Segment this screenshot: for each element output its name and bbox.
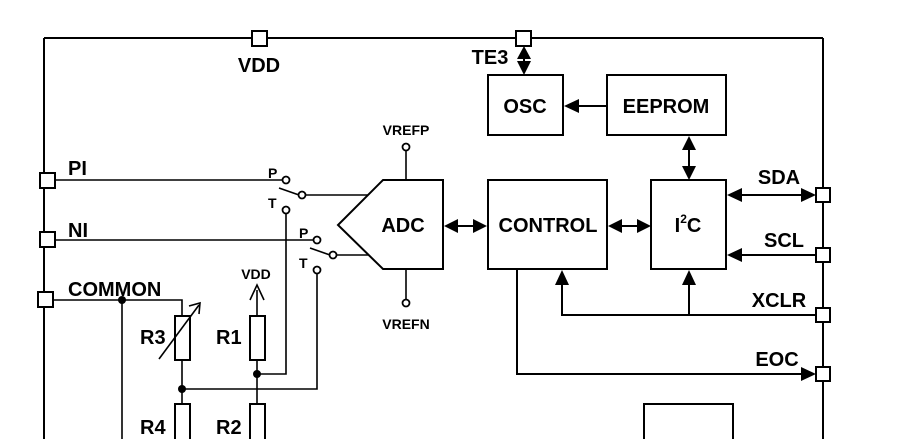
- terminal-vrefn: [401, 298, 411, 308]
- block-adc: ADC VREFP VREFN: [336, 122, 444, 332]
- switch-2-p-label: P: [299, 225, 308, 241]
- arrow-left-icon: [727, 188, 742, 202]
- pin-pi: PI: [39, 158, 282, 189]
- arrow-up-icon: [682, 136, 696, 150]
- arrow-adc-control: [444, 219, 487, 233]
- arrow-eeprom-to-osc: [564, 99, 607, 113]
- arrow-eeprom-i2c: [682, 136, 696, 180]
- resistor-r2-label: R2: [216, 417, 242, 439]
- resistor-r4-label: R4: [140, 417, 166, 439]
- arrow-left-icon: [444, 219, 458, 233]
- pin-sda-label: SDA: [758, 167, 800, 189]
- arrow-up-icon: [682, 270, 696, 285]
- arrow-control-i2c: [608, 219, 651, 233]
- vdd-supply-label: VDD: [241, 266, 271, 282]
- arrow-right-icon: [801, 367, 816, 381]
- pin-vdd-label: VDD: [238, 55, 280, 77]
- pin-common: COMMON: [37, 279, 183, 439]
- pin-vdd: VDD: [238, 30, 280, 77]
- switch-2: P T: [182, 225, 368, 390]
- vrefn-label: VREFN: [382, 316, 429, 332]
- block-control-label: CONTROL: [499, 215, 598, 237]
- block-i2c-label: I2C: [675, 212, 702, 237]
- pin-common-label: COMMON: [68, 279, 161, 301]
- arrow-right-icon: [473, 219, 487, 233]
- arrow-down-icon: [517, 61, 531, 75]
- resistor-r3-label: R3: [140, 327, 166, 349]
- resistor-r3: R3: [140, 301, 201, 404]
- switch-1-t-label: T: [268, 195, 277, 211]
- arrow-left-icon: [608, 219, 622, 233]
- block-eeprom: EEPROM: [606, 74, 727, 136]
- switch-2-t-label: T: [299, 255, 308, 271]
- arrow-left-icon: [727, 248, 742, 262]
- resistor-r4: R4: [140, 403, 191, 439]
- pin-te3: TE3: [472, 30, 532, 75]
- block-partial-bottom: [643, 403, 734, 439]
- arrow-right-icon: [801, 188, 816, 202]
- arrow-down-icon: [682, 166, 696, 180]
- pin-te3-label: TE3: [472, 47, 509, 69]
- pin-xclr: XCLR: [555, 270, 831, 323]
- block-adc-label: ADC: [381, 215, 424, 237]
- block-eeprom-label: EEPROM: [623, 96, 710, 118]
- pin-eoc: EOC: [516, 269, 831, 382]
- pin-sda: SDA: [727, 167, 831, 203]
- terminal-vrefp: [401, 142, 411, 152]
- switch-1: P T: [257, 165, 368, 375]
- pin-ni-label: NI: [68, 220, 88, 242]
- pin-scl: SCL: [727, 230, 831, 263]
- pin-xclr-label: XCLR: [752, 290, 807, 312]
- pin-scl-label: SCL: [764, 230, 804, 252]
- arrow-right-icon: [637, 219, 651, 233]
- resistor-r2: R2: [216, 403, 266, 439]
- vrefp-label: VREFP: [383, 122, 430, 138]
- pin-eoc-label: EOC: [755, 349, 798, 371]
- arrow-up-icon: [517, 46, 531, 59]
- arrow-up-icon: [555, 270, 569, 285]
- resistor-r1-label: R1: [216, 327, 242, 349]
- block-control: CONTROL: [487, 179, 608, 270]
- block-i2c: I2C: [650, 179, 727, 270]
- resistor-r1: R1 VDD: [216, 266, 271, 404]
- block-osc: OSC: [487, 74, 564, 136]
- block-osc-label: OSC: [503, 96, 546, 118]
- pin-pi-label: PI: [68, 158, 87, 180]
- switch-1-p-label: P: [268, 165, 277, 181]
- pin-ni: NI: [39, 220, 313, 248]
- arrow-left-icon: [564, 99, 579, 113]
